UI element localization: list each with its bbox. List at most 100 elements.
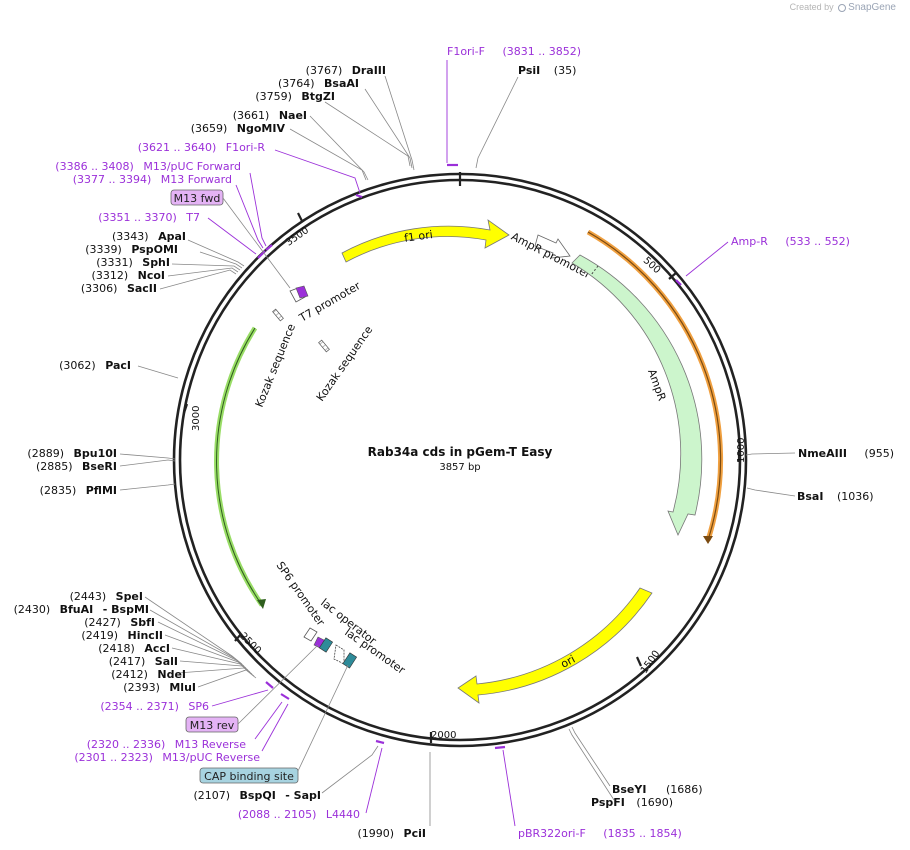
enzyme-draiii[interactable]: (3767) DraIII <box>306 64 386 77</box>
enzyme-bspqi[interactable]: (2107) BspQI - SapI <box>193 789 321 802</box>
enzyme-bpu10i[interactable]: (2889) Bpu10I <box>27 447 117 460</box>
enzyme-ndei[interactable]: (2412) NdeI <box>111 668 186 681</box>
primer-pbr322ori-f-name: pBR322ori-F <box>518 827 586 840</box>
sp6-promoter-feature[interactable] <box>303 627 318 642</box>
enzyme-sphi[interactable]: (3331) SphI <box>96 256 170 269</box>
enzyme-draiii-pos: (3767) <box>306 64 343 77</box>
enzyme-pspomi-pos: (3339) <box>85 243 122 256</box>
enzyme-pspfi[interactable]: PspFI (1690) <box>591 796 673 809</box>
tick-labels: 500 1000 1500 2000 2500 3000 3500 <box>191 225 747 741</box>
enzyme-pcii-pos: (1990) <box>357 827 394 840</box>
primer-m13-puc-reverse-name: M13/pUC Reverse <box>162 751 260 764</box>
primer-marks[interactable] <box>257 163 682 750</box>
lac-operator-feature[interactable] <box>318 637 334 653</box>
enzyme-paci-pos: (3062) <box>59 359 96 372</box>
enzyme-btgzi-name: BtgZI <box>301 90 335 103</box>
enzyme-pspomi-name: PspOMI <box>131 243 178 256</box>
enzyme-ncoi-name: NcoI <box>138 269 165 282</box>
enzyme-ngomiv-pos: (3659) <box>191 122 228 135</box>
enzyme-acci-pos: (2418) <box>98 642 135 655</box>
primer-amp-r-range: (533 .. 552) <box>785 235 850 248</box>
primer-t7-range: (3351 .. 3370) <box>98 211 177 224</box>
enzyme-bsai-name: BsaI <box>797 490 823 503</box>
enzyme-nmeaiii[interactable]: NmeAIII (955) <box>798 447 894 460</box>
enzyme-pspomi[interactable]: (3339) PspOMI <box>85 243 178 256</box>
enzyme-ncoi-pos: (3312) <box>92 269 129 282</box>
enzyme-spei[interactable]: (2443) SpeI <box>70 590 143 603</box>
enzyme-hincii[interactable]: (2419) HincII <box>81 629 163 642</box>
primer-l4440-name: L4440 <box>326 808 360 821</box>
primer-l4440[interactable]: (2088 .. 2105) L4440 <box>238 808 360 821</box>
m13-rev-box[interactable]: M13 rev <box>185 716 239 733</box>
cap-binding-feature[interactable] <box>342 652 358 669</box>
enzyme-bspqi-pos: (2107) <box>193 789 230 802</box>
primer-m13-forward[interactable]: (3377 .. 3394) M13 Forward <box>73 173 232 186</box>
enzyme-paci[interactable]: (3062) PacI <box>59 359 131 372</box>
enzyme-sacii[interactable]: (3306) SacII <box>81 282 157 295</box>
primer-m13-puc-reverse[interactable]: (2301 .. 2323) M13/pUC Reverse <box>74 751 260 764</box>
ampr-feature[interactable] <box>571 254 703 536</box>
enzyme-bfuai-extra: - BspMI <box>103 603 149 616</box>
t7-primer-site[interactable] <box>295 285 309 299</box>
plasmid-backbone[interactable] <box>172 172 748 748</box>
enzyme-sali[interactable]: (2417) SalI <box>109 655 178 668</box>
enzyme-psii[interactable]: PsiI (35) <box>518 64 576 77</box>
enzyme-bfuai[interactable]: (2430) BfuAI - BspMI <box>14 603 149 616</box>
enzyme-bsaai[interactable]: (3764) BsaAI <box>278 77 359 90</box>
enzyme-naei[interactable]: (3661) NaeI <box>233 109 307 122</box>
cap-binding-site-label: CAP binding site <box>204 770 294 783</box>
enzyme-hincii-name: HincII <box>127 629 163 642</box>
enzyme-pcii[interactable]: (1990) PciI <box>357 827 426 840</box>
enzyme-bseri[interactable]: (2885) BseRI <box>36 460 117 473</box>
f1-ori-feature[interactable] <box>341 219 510 263</box>
enzyme-naei-name: NaeI <box>279 109 307 122</box>
enzyme-pflmi[interactable]: (2835) PflMI <box>40 484 117 497</box>
tick-label-1500: 1500 <box>639 649 663 676</box>
primer-labels: F1ori-F (3831 .. 3852) (3621 .. 3640) F1… <box>55 45 850 840</box>
enzyme-nmeaiii-pos: (955) <box>864 447 894 460</box>
enzyme-nmeaiii-name: NmeAIII <box>798 447 847 460</box>
lac-promoter-feature[interactable] <box>333 644 345 665</box>
enzyme-pspfi-name: PspFI <box>591 796 625 809</box>
cap-binding-site-box[interactable]: CAP binding site <box>199 767 299 784</box>
primer-m13-puc-forward[interactable]: (3386 .. 3408) M13/pUC Forward <box>55 160 241 173</box>
enzyme-psii-pos: (35) <box>554 64 577 77</box>
primer-sp6[interactable]: (2354 .. 2371) SP6 <box>100 700 209 713</box>
kozak-feature-1[interactable] <box>272 308 284 322</box>
insert-arc[interactable] <box>214 326 265 607</box>
enzyme-bseri-pos: (2885) <box>36 460 73 473</box>
m13-fwd-box[interactable]: M13 fwd <box>170 189 224 206</box>
enzyme-ngomiv[interactable]: (3659) NgoMIV <box>191 122 286 135</box>
enzyme-sbfi[interactable]: (2427) SbfI <box>84 616 155 629</box>
enzyme-ndei-name: NdeI <box>157 668 186 681</box>
primer-m13-reverse-range: (2320 .. 2336) <box>87 738 166 751</box>
enzyme-pflmi-name: PflMI <box>86 484 117 497</box>
enzyme-sacii-pos: (3306) <box>81 282 118 295</box>
enzyme-bspqi-extra: - SapI <box>285 789 321 802</box>
primer-sp6-range: (2354 .. 2371) <box>100 700 179 713</box>
primer-amp-r-name: Amp-R <box>731 235 768 248</box>
enzyme-bseyi-pos: (1686) <box>666 783 703 796</box>
plasmid-length: 3857 bp <box>439 462 480 473</box>
enzyme-hincii-pos: (2419) <box>81 629 118 642</box>
enzyme-mlui[interactable]: (2393) MluI <box>123 681 196 694</box>
enzyme-sphi-name: SphI <box>142 256 170 269</box>
enzyme-btgzi[interactable]: (3759) BtgZI <box>255 90 335 103</box>
enzyme-bsai[interactable]: BsaI (1036) <box>797 490 874 503</box>
enzyme-apai[interactable]: (3343) ApaI <box>112 230 186 243</box>
primer-m13-reverse[interactable]: (2320 .. 2336) M13 Reverse <box>87 738 246 751</box>
enzyme-apai-pos: (3343) <box>112 230 149 243</box>
kozak-feature-2[interactable] <box>318 339 330 353</box>
primer-t7[interactable]: (3351 .. 3370) T7 <box>98 211 200 224</box>
primer-pbr322ori-f[interactable]: pBR322ori-F (1835 .. 1854) <box>518 827 682 840</box>
enzyme-bseyi[interactable]: BseYI (1686) <box>612 783 703 796</box>
ampr-promoter-feature[interactable] <box>534 234 571 259</box>
enzyme-acci[interactable]: (2418) AccI <box>98 642 170 655</box>
primer-f1ori-r[interactable]: (3621 .. 3640) F1ori-R <box>138 141 266 154</box>
primer-amp-r[interactable]: Amp-R (533 .. 552) <box>731 235 850 248</box>
ori-feature[interactable] <box>457 587 653 704</box>
enzyme-sphi-pos: (3331) <box>96 256 133 269</box>
enzyme-ncoi[interactable]: (3312) NcoI <box>92 269 165 282</box>
primer-f1ori-f[interactable]: F1ori-F (3831 .. 3852) <box>447 45 581 58</box>
